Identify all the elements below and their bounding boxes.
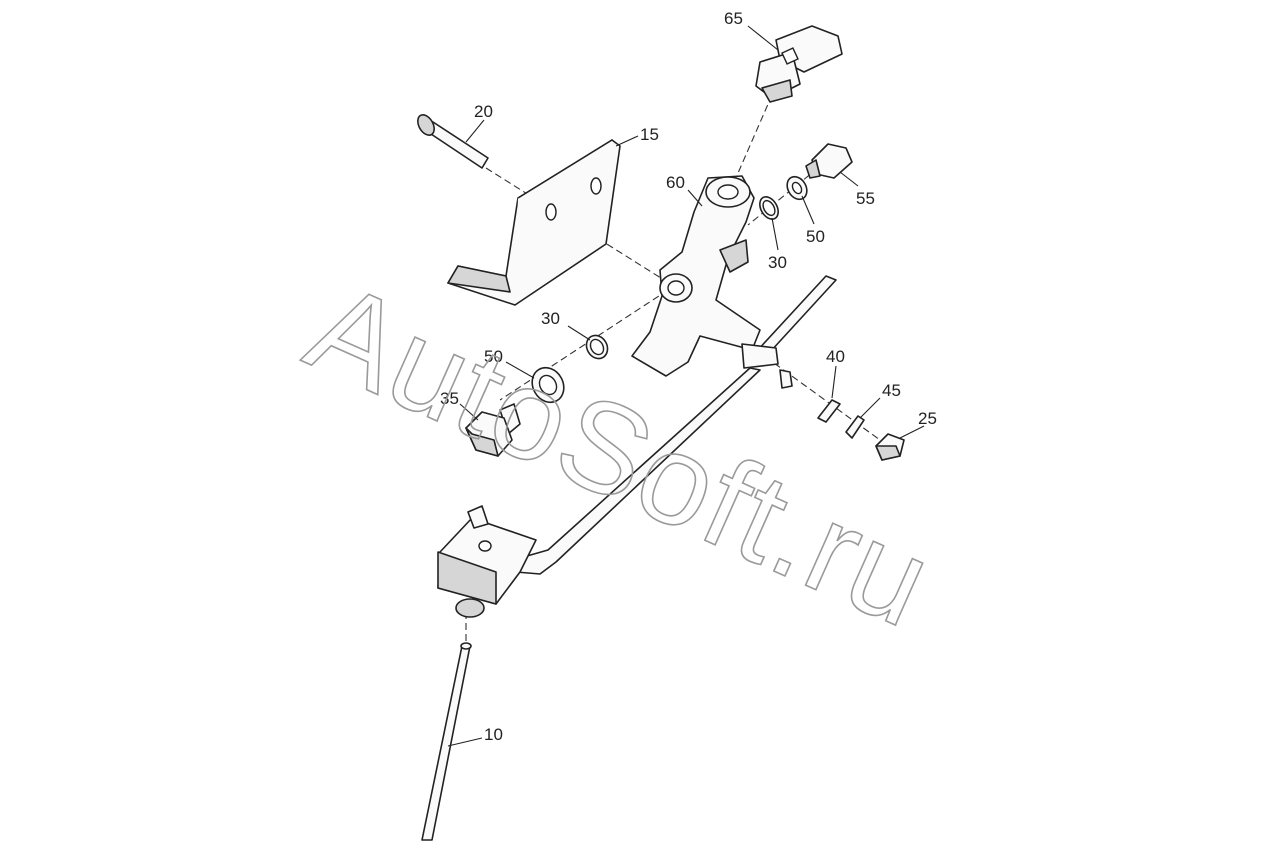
leader-15 (615, 135, 639, 147)
bolt-part-20 (417, 114, 489, 169)
straight-fitting-part-55 (805, 143, 859, 187)
pedal-rod-assembly (437, 275, 837, 618)
washer-part-50-upper (786, 175, 815, 225)
washer-part-45 (845, 397, 881, 439)
callout-40: 40 (826, 347, 845, 366)
callout-10: 10 (484, 725, 503, 744)
elbow-fitting-part-65 (747, 25, 843, 103)
callout-50-upper: 50 (806, 227, 825, 246)
washer-part-30-lower (567, 325, 609, 360)
callout-65: 65 (724, 9, 743, 28)
callout-55: 55 (856, 189, 875, 208)
callout-20: 20 (474, 102, 493, 121)
rod-part-10 (421, 642, 483, 841)
washer-part-50-lower (505, 361, 565, 404)
callout-labels: 65 20 15 60 55 50 30 30 50 35 40 45 25 1… (440, 9, 937, 744)
callout-25: 25 (918, 409, 937, 428)
callout-35: 35 (440, 389, 459, 408)
hex-bolt-part-35 (459, 403, 521, 457)
watermark-text: AutoSoft.ru (289, 255, 952, 655)
callout-60: 60 (666, 173, 685, 192)
callout-15: 15 (640, 125, 659, 144)
bracket-part-15 (447, 139, 621, 306)
valve-body-part-60 (631, 175, 761, 377)
callout-30-lower: 30 (541, 309, 560, 328)
nut-part-25 (875, 425, 925, 461)
callout-45: 45 (882, 381, 901, 400)
washer-part-30-upper (759, 196, 779, 251)
callout-50-lower: 50 (484, 347, 503, 366)
callout-30-upper: 30 (768, 253, 787, 272)
washer-part-40 (817, 365, 841, 423)
